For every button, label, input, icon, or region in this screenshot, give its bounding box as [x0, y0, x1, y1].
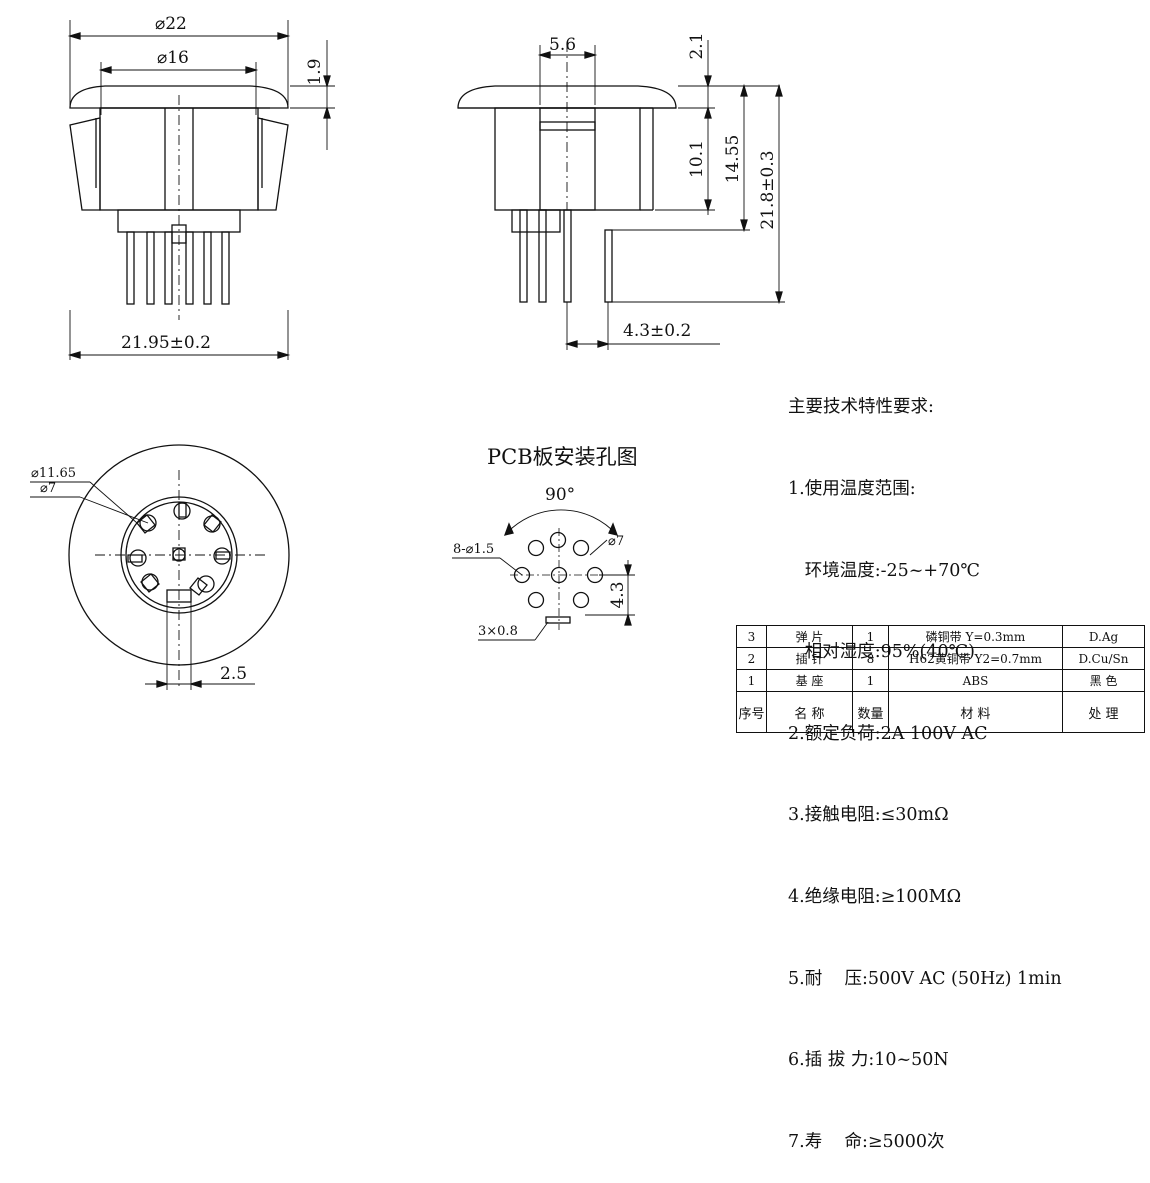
bom-cell: 2: [736, 647, 767, 670]
pcb-angle: 90°: [545, 485, 575, 505]
bom-cell: 1: [852, 625, 889, 648]
bom-cell: 磷铜带 Y=0.3mm: [888, 625, 1063, 648]
dim-bottom-dia-a: ⌀11.65: [31, 466, 76, 481]
bom-header-cell: 处 理: [1062, 691, 1145, 733]
bom-cell: 1: [852, 669, 889, 692]
spec-line: 5.耐 压:500V AC (50Hz) 1min: [788, 968, 1062, 989]
dim-side-total-h: 21.8±0.3: [758, 150, 778, 229]
dim-side-body-h: 10.1: [687, 140, 707, 178]
bom-cell: 基 座: [766, 669, 853, 692]
bom-table: 3 弹 片 1 磷铜带 Y=0.3mm D.Ag 2 插 针 8 H62黄铜带 …: [736, 625, 1145, 733]
bom-header-cell: 名 称: [766, 691, 853, 733]
bom-header-cell: 数量: [852, 691, 889, 733]
dim-side-flange-h: 2.1: [687, 32, 707, 59]
pcb-slot: 3×0.8: [478, 624, 518, 639]
bom-cell: H62黄铜带 Y2=0.7mm: [888, 647, 1063, 670]
dim-side-pin-offset: 4.3±0.2: [623, 321, 691, 341]
bom-cell: 插 针: [766, 647, 853, 670]
spec-line: 4.绝缘电阻:≥100MΩ: [788, 886, 962, 907]
side-view: [457, 40, 785, 350]
bom-cell: D.Cu/Sn: [1062, 647, 1145, 670]
front-view: [67, 20, 335, 360]
technical-drawing: ⌀22 ⌀16 1.9 21.95±0.2 5.6 2.1 10.1 14.55…: [30, 14, 785, 690]
pcb-hole-pattern: [452, 509, 635, 641]
bom-cell: 3: [736, 625, 767, 648]
pcb-title: PCB板安装孔图: [487, 445, 638, 469]
bom-cell: 8: [852, 647, 889, 670]
dim-side-pin-span: 5.6: [549, 35, 576, 55]
bom-cell: 1: [736, 669, 767, 692]
bom-cell: D.Ag: [1062, 625, 1145, 648]
bom-cell: ABS: [888, 669, 1063, 692]
spec-line: 1.使用温度范围:: [788, 479, 916, 499]
dim-side-body-full-h: 14.55: [723, 135, 743, 184]
spec-list: 主要技术特性要求: 1.使用温度范围: 环境温度:-25~+70℃ 相对湿度:9…: [788, 340, 1062, 1183]
table-row: 2 插 针 8 H62黄铜带 Y2=0.7mm D.Cu/Sn: [736, 647, 1145, 670]
dim-front-outer-dia: ⌀22: [155, 14, 187, 34]
pcb-holes-label: 8-⌀1.5: [453, 542, 494, 557]
spec-line: 7.寿 命:≥5000次: [788, 1131, 945, 1152]
dim-front-width: 21.95±0.2: [121, 333, 211, 353]
dim-bottom-dia-b: ⌀7: [40, 481, 56, 496]
table-row: 3 弹 片 1 磷铜带 Y=0.3mm D.Ag: [736, 625, 1145, 648]
dim-front-inner-dia: ⌀16: [157, 48, 189, 68]
bom-header-cell: 序号: [736, 691, 767, 733]
table-row: 1 基 座 1 ABS 黑 色: [736, 669, 1145, 692]
dim-bottom-slot: 2.5: [220, 664, 247, 684]
bom-cell: 黑 色: [1062, 669, 1145, 692]
spec-line: 3.接触电阻:≤30mΩ: [788, 805, 949, 826]
spec-line: 6.插 拔 力:10~50N: [788, 1050, 949, 1071]
spec-line: 环境温度:-25~+70℃: [788, 560, 980, 581]
bottom-view: [30, 444, 290, 690]
bom-cell: 弹 片: [766, 625, 853, 648]
pcb-pitch: 4.3: [608, 581, 628, 608]
dim-front-flange-h: 1.9: [305, 58, 325, 85]
table-header-row: 序号 名 称 数量 材 料 处 理: [736, 691, 1145, 733]
pcb-circle-dia: ⌀7: [608, 534, 624, 549]
spec-line: 主要技术特性要求:: [788, 397, 934, 418]
bom-header-cell: 材 料: [888, 691, 1063, 733]
